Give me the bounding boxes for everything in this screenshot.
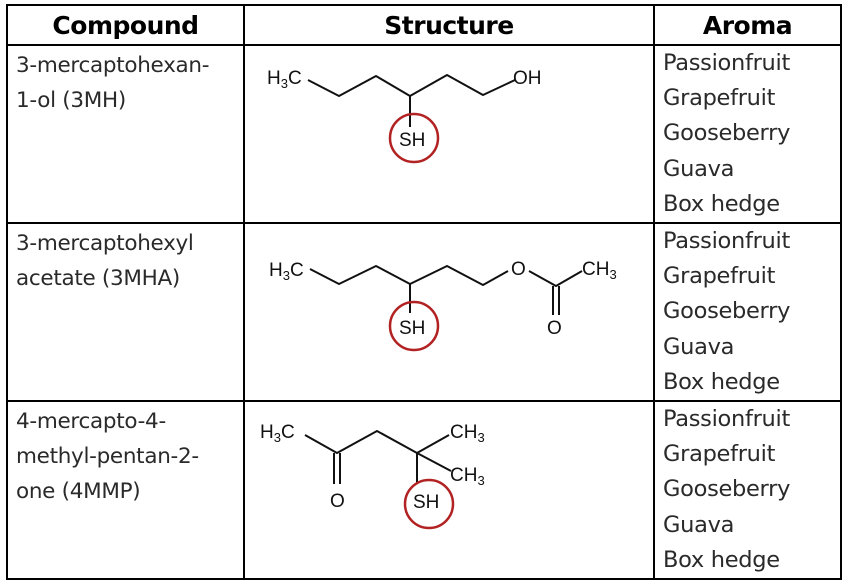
molecule-3mh-diagram: H3C OH SH <box>267 68 542 164</box>
header-compound: Compound <box>6 4 245 46</box>
label-sh: SH <box>413 492 439 513</box>
compound-name-cell: 4-mercapto-4- methyl-pentan-2- one (4MMP… <box>6 400 245 580</box>
aroma-cell: Passionfruit Grapefruit Gooseberry Guava… <box>653 222 842 403</box>
aroma-item: Guava <box>663 155 735 182</box>
aroma-item: Box hedge <box>663 368 780 395</box>
label-ch3-top: CH3 <box>450 422 485 445</box>
compound-name-line: 3-mercaptohexyl <box>16 231 194 257</box>
structure-cell: H3C OH SH <box>243 43 655 225</box>
aroma-item: Box hedge <box>663 190 780 217</box>
label-sh: SH <box>399 130 425 151</box>
aroma-item: Grapefruit <box>663 263 776 290</box>
label-sh: SH <box>399 318 425 339</box>
compound-name-line: acetate (3MHA) <box>16 266 180 292</box>
label-ester-o: O <box>511 259 526 280</box>
aroma-item: Gooseberry <box>663 476 791 503</box>
aroma-list: Passionfruit Grapefruit Gooseberry Guava… <box>663 46 840 222</box>
aroma-list: Passionfruit Grapefruit Gooseberry Guava… <box>663 402 840 578</box>
thiol-highlight-circle <box>403 478 455 530</box>
molecule-3mha-diagram: H3C O CH3 O SH <box>269 259 617 352</box>
table-row-4mmp: 4-mercapto-4- methyl-pentan-2- one (4MMP… <box>6 400 842 580</box>
table-row-3mha: 3-mercaptohexyl acetate (3MHA) H3C O CH3… <box>6 222 842 403</box>
aroma-list: Passionfruit Grapefruit Gooseberry Guava… <box>663 224 840 400</box>
label-carbonyl-o: O <box>547 318 562 339</box>
structure-cell: H3C O CH3 O SH <box>243 222 655 403</box>
aroma-item: Passionfruit <box>663 406 790 433</box>
table-row-3mh: 3-mercaptohexan- 1-ol (3MH) H3C OH SH <box>6 43 842 225</box>
label-ch3-bottom: CH3 <box>450 465 485 488</box>
label-carbonyl-o: O <box>330 491 345 512</box>
thiol-highlight-circle <box>388 300 440 352</box>
thiol-aroma-table: Compound Structure Aroma 3-mercaptohexan… <box>6 4 842 580</box>
aroma-item: Box hedge <box>663 546 780 573</box>
label-h3c: H3C <box>269 260 304 283</box>
thiol-highlight-circle <box>388 112 440 164</box>
compound-name-line: 1-ol (3MH) <box>16 88 126 113</box>
aroma-item: Passionfruit <box>663 50 790 76</box>
aroma-item: Grapefruit <box>663 85 776 112</box>
header-row: Compound Structure Aroma <box>6 4 842 46</box>
compound-name-line: 3-mercaptohexan- <box>16 53 210 78</box>
aroma-cell: Passionfruit Grapefruit Gooseberry Guava… <box>653 43 842 225</box>
compound-name-line: methyl-pentan-2- <box>16 444 199 470</box>
aroma-item: Grapefruit <box>663 441 776 468</box>
aroma-item: Guava <box>663 511 735 538</box>
aroma-item: Guava <box>663 333 735 360</box>
header-structure: Structure <box>243 4 655 46</box>
molecule-4mmp-diagram: H3C CH3 CH3 O SH <box>260 422 485 530</box>
label-ch3: CH3 <box>582 259 617 282</box>
compound-name-cell: 3-mercaptohexyl acetate (3MHA) <box>6 222 245 403</box>
aroma-item: Passionfruit <box>663 228 790 255</box>
header-aroma: Aroma <box>653 4 842 46</box>
label-oh: OH <box>513 68 542 89</box>
structure-cell: H3C CH3 CH3 O SH <box>243 400 655 580</box>
compound-name-line: one (4MMP) <box>16 479 141 505</box>
aroma-item: Gooseberry <box>663 298 791 325</box>
label-h3c: H3C <box>260 422 295 445</box>
label-h3c: H3C <box>267 68 302 91</box>
compound-name-cell: 3-mercaptohexan- 1-ol (3MH) <box>6 43 245 225</box>
aroma-cell: Passionfruit Grapefruit Gooseberry Guava… <box>653 400 842 580</box>
compound-name-line: 4-mercapto-4- <box>16 409 166 435</box>
aroma-item: Gooseberry <box>663 120 791 147</box>
